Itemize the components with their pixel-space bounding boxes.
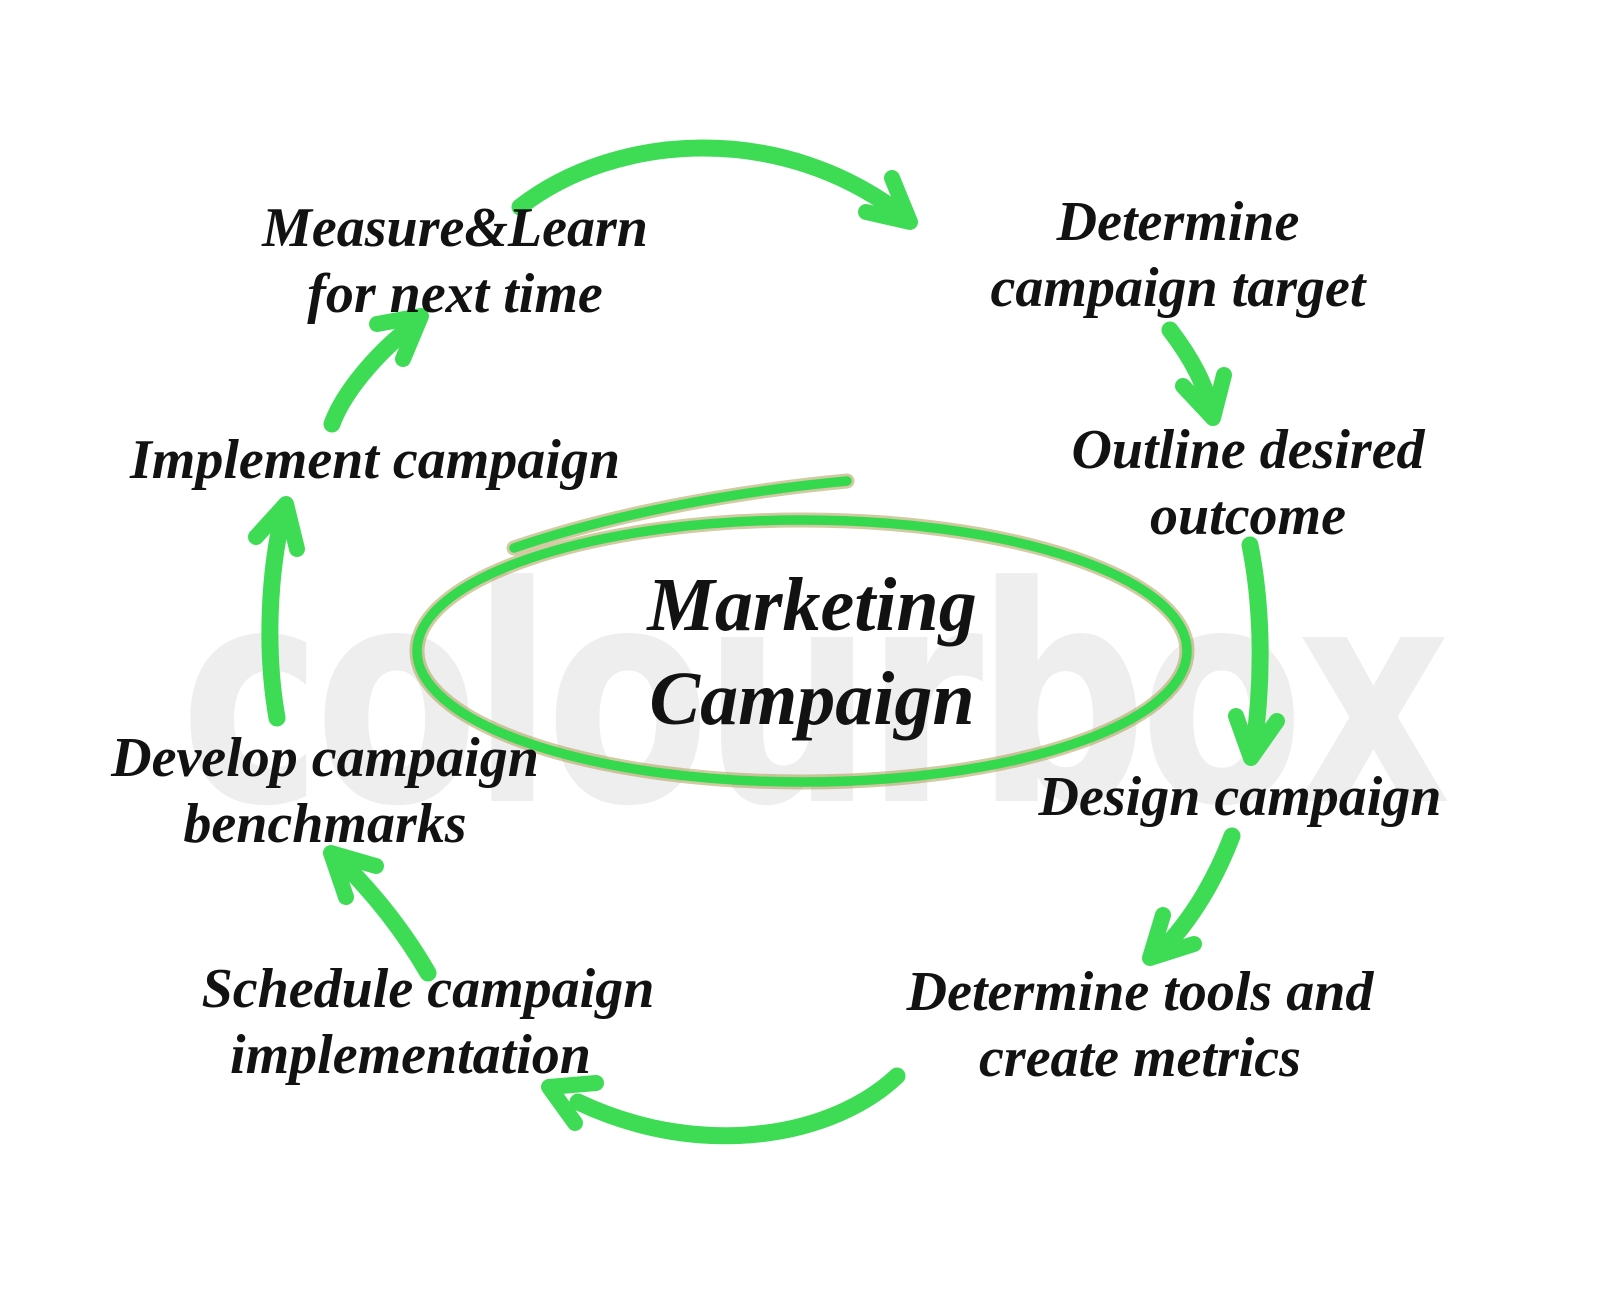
center-ellipse xyxy=(409,473,1195,790)
step-label-measure-learn: Measure&Learn for next time xyxy=(262,195,648,327)
arrow-design-to-tools xyxy=(1151,827,1241,961)
step-line: Schedule campaign xyxy=(201,958,655,1020)
step-line: Outline desired xyxy=(1071,419,1425,481)
arrow-outline-to-design-head xyxy=(1228,708,1285,766)
step-line: campaign target xyxy=(990,257,1366,319)
arrow-implement-to-measure-head xyxy=(369,308,429,367)
step-label-develop-benchmarks: Develop campaign benchmarks xyxy=(111,725,539,857)
arrow-develop-to-implement-head xyxy=(248,496,305,557)
center-title-line: Campaign xyxy=(649,657,975,741)
arrow-develop-to-implement xyxy=(261,505,292,727)
arrow-tools-to-schedule-head xyxy=(541,1075,604,1131)
watermark-text: colourbox xyxy=(180,523,1451,872)
arrow-schedule-to-develop xyxy=(333,853,437,982)
step-line: Measure&Learn xyxy=(262,197,648,259)
step-label-design-campaign: Design campaign xyxy=(1039,764,1442,830)
arrow-implement-to-measure xyxy=(323,317,421,433)
arrow-measure-to-determine xyxy=(511,139,915,227)
center-title-line: Marketing xyxy=(647,563,977,647)
arrow-schedule-to-develop-head xyxy=(323,845,384,905)
step-line: create metrics xyxy=(979,1027,1301,1089)
step-label-determine-tools: Determine tools and create metrics xyxy=(907,959,1374,1091)
arrow-outline-to-design xyxy=(1241,536,1269,761)
arrow-design-to-tools-head xyxy=(1142,907,1202,966)
arrow-determine-to-outline-head xyxy=(1175,367,1232,426)
step-line: outcome xyxy=(1150,485,1346,547)
step-label-implement-campaign: Implement campaign xyxy=(130,427,620,493)
step-label-schedule-implementation: Schedule campaign implementation xyxy=(202,956,655,1088)
step-label-outline-outcome: Outline desired outcome xyxy=(1071,417,1424,549)
step-line: Determine tools and xyxy=(906,961,1374,1023)
step-line: implementation xyxy=(230,1024,591,1086)
step-line: benchmarks xyxy=(183,793,467,855)
step-line: Implement campaign xyxy=(130,429,620,491)
step-line: Design campaign xyxy=(1038,766,1442,828)
step-label-determine-target: Determine campaign target xyxy=(991,189,1366,321)
step-line: for next time xyxy=(307,263,603,325)
step-line: Determine xyxy=(1056,191,1300,253)
arrow-measure-to-determine-head xyxy=(858,170,918,230)
step-line: Develop campaign xyxy=(111,727,539,789)
arrow-tools-to-schedule xyxy=(569,1067,906,1145)
diagram-center-title: Marketing Campaign xyxy=(647,558,976,746)
ellipse-tail-stroke xyxy=(509,476,852,553)
